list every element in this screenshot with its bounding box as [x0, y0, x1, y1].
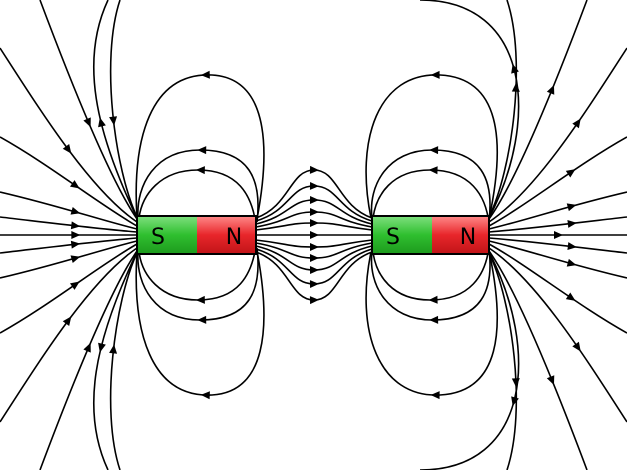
- field-arrow-icon: [567, 219, 577, 228]
- field-line: [488, 243, 627, 334]
- magnet-right-north-label: N: [460, 225, 476, 250]
- field-arrow-icon: [430, 70, 440, 79]
- field-arrow-icon: [69, 281, 80, 290]
- field-arrow-icon: [83, 342, 91, 353]
- field-line: [0, 191, 138, 230]
- field-arrow-icon: [309, 280, 319, 289]
- magnet-left: S N: [136, 215, 257, 255]
- field-arrow-icon: [71, 231, 81, 239]
- magnet-right-south-label: S: [386, 225, 400, 250]
- field-arrow-icon: [309, 266, 319, 275]
- field-arrow-icon: [195, 166, 205, 175]
- field-arrow-icon: [310, 231, 319, 239]
- field-arrow-icon: [565, 169, 576, 178]
- field-arrows: [62, 63, 581, 407]
- field-arrow-icon: [511, 82, 520, 92]
- field-arrow-icon: [511, 378, 520, 388]
- field-arrow-icon: [429, 146, 439, 155]
- field-line: [109, 252, 138, 470]
- magnet-right-north-pole: [432, 216, 489, 254]
- magnet-left-north-label: N: [226, 225, 242, 250]
- field-arrow-icon: [567, 242, 577, 251]
- field-line: [365, 250, 498, 396]
- field-arrow-icon: [546, 375, 555, 386]
- field-arrow-icon: [309, 254, 319, 263]
- magnet-left-north-pole: [197, 216, 256, 254]
- field-arrow-icon: [554, 231, 563, 239]
- field-arrow-icon: [309, 207, 319, 216]
- field-arrow-icon: [200, 70, 210, 79]
- field-arrow-icon: [197, 315, 207, 324]
- field-line: [109, 0, 138, 218]
- field-arrow-icon: [70, 255, 81, 264]
- field-arrow-icon: [429, 315, 439, 324]
- field-arrow-icon: [98, 117, 106, 128]
- field-line: [0, 216, 138, 233]
- field-line: [419, 251, 520, 470]
- field-arrow-icon: [309, 165, 319, 174]
- field-arrow-icon: [546, 84, 555, 95]
- field-line: [488, 252, 518, 470]
- field-arrow-icon: [62, 143, 72, 154]
- field-arrow-icon: [428, 295, 438, 304]
- field-arrow-icon: [69, 180, 80, 189]
- field-arrow-icon: [70, 221, 81, 230]
- field-arrow-icon: [70, 206, 81, 215]
- field-arrow-icon: [565, 292, 576, 301]
- field-line: [92, 251, 138, 470]
- field-line: [365, 74, 498, 220]
- field-arrow-icon: [109, 344, 118, 354]
- field-arrow-icon: [572, 118, 581, 129]
- field-line: [255, 248, 373, 285]
- field-arrow-icon: [309, 181, 319, 190]
- field-line: [488, 237, 627, 254]
- field-arrow-icon: [200, 391, 210, 400]
- magnet-left-outline: [136, 215, 257, 255]
- field-arrow-icon: [428, 166, 438, 175]
- field-line: [135, 250, 265, 396]
- field-arrow-icon: [566, 258, 577, 267]
- magnet-right-outline: [371, 215, 490, 255]
- field-line: [488, 47, 627, 223]
- magnet-right-south-pole: [372, 216, 432, 254]
- field-line: [0, 240, 138, 279]
- field-line: [0, 47, 138, 223]
- field-line: [488, 247, 627, 423]
- field-arrow-icon: [309, 195, 319, 204]
- field-line: [92, 0, 138, 219]
- field-arrow-icon: [511, 396, 519, 407]
- field-arrow-icon: [572, 341, 581, 352]
- field-line: [488, 191, 627, 230]
- field-arrow-icon: [62, 316, 72, 327]
- field-arrow-icon: [70, 240, 81, 249]
- field-line: [0, 247, 138, 423]
- field-line: [488, 250, 588, 470]
- field-arrow-icon: [309, 243, 319, 252]
- field-line: [255, 185, 373, 222]
- field-line: [488, 216, 627, 233]
- field-arrow-icon: [511, 63, 519, 74]
- field-line: [0, 237, 138, 254]
- magnet-left-south-label: S: [151, 225, 165, 250]
- field-line: [488, 136, 627, 227]
- field-arrow-icon: [109, 116, 118, 126]
- field-arrow-icon: [309, 296, 319, 305]
- field-line: [488, 0, 518, 218]
- field-line: [135, 74, 265, 220]
- field-arrow-icon: [566, 203, 577, 212]
- field-arrow-icon: [309, 218, 319, 227]
- field-arrow-icon: [430, 391, 440, 400]
- field-line: [488, 240, 627, 279]
- field-arrow-icon: [98, 342, 106, 353]
- field-arrow-icon: [83, 117, 91, 128]
- field-arrow-icon: [197, 146, 207, 155]
- magnet-right: S N: [371, 215, 490, 255]
- field-line: [419, 0, 520, 219]
- magnet-left-south-pole: [137, 216, 197, 254]
- field-line: [488, 0, 588, 220]
- field-arrow-icon: [195, 295, 205, 304]
